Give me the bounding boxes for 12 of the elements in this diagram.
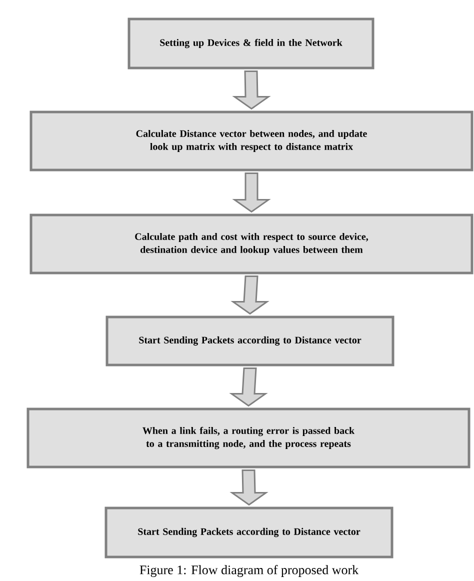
process-box: Start Sending Packets according to Distance vector: [106, 316, 394, 366]
block-arrow: [232, 70, 271, 110]
block-arrow: [229, 368, 268, 407]
process-box: Setting up Devices & field in the Network: [128, 18, 374, 70]
block-arrow: [230, 276, 270, 315]
process-box: Calculate Distance vector between nodes, and update look up matrix with respect to distance matrix: [30, 110, 474, 172]
block-arrow: [230, 470, 268, 506]
caption: Figure 1: Flow diagram of proposed work: [140, 565, 359, 577]
block-arrow: [232, 172, 271, 213]
process-box: Start Sending Packets according to Distance vector: [104, 506, 394, 558]
process-box: When a link fails, a routing error is passed back to a transmitting node, and the process repeats: [26, 408, 470, 468]
process-box: Calculate path and cost with respect to source device, destination device and lookup values between them: [30, 214, 474, 274]
